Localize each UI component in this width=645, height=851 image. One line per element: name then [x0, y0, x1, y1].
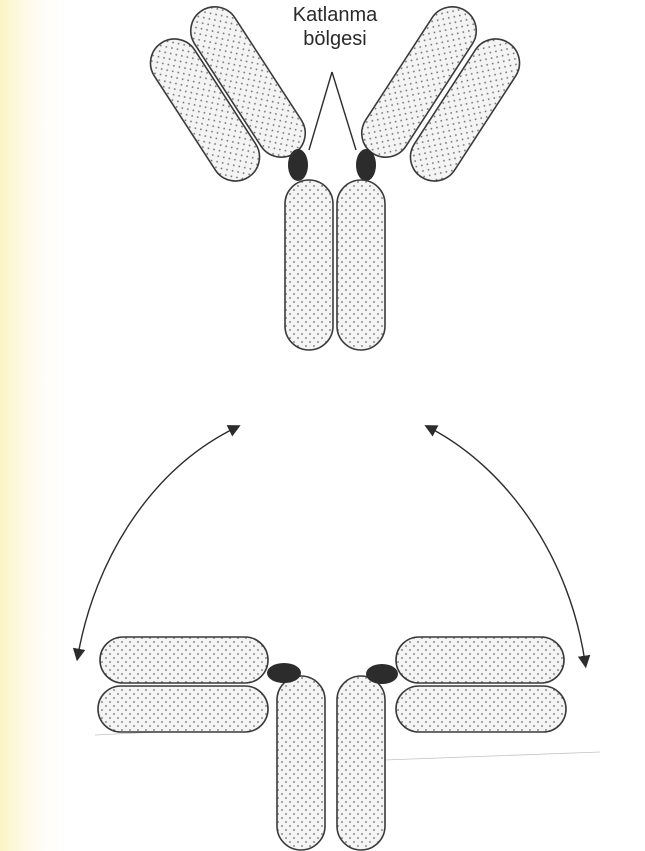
left-arm-lower-chain — [98, 686, 268, 732]
left-edge-tint — [0, 0, 70, 851]
left-arm-upper-chain — [100, 637, 268, 683]
label-pointer-right — [332, 72, 356, 150]
left-hinge-region — [267, 663, 301, 683]
stem-left-chain — [277, 676, 325, 850]
upright-antibody — [141, 0, 528, 350]
right-hinge-region — [356, 149, 376, 181]
flexed-antibody — [95, 637, 600, 850]
right-hinge-region — [366, 664, 398, 684]
right-arm-upper-chain — [396, 637, 564, 683]
hinge-region-label-line1: Katlanma — [250, 4, 420, 26]
right-arm-lower-chain — [396, 686, 566, 732]
scan-artifact-line — [385, 752, 600, 760]
right-bend-arrow — [430, 428, 585, 662]
left-bend-arrow — [78, 428, 235, 655]
hinge-region-label-line2: bölgesi — [250, 28, 420, 50]
stem-right-chain — [337, 676, 385, 850]
stem-right-chain — [337, 180, 385, 350]
stem-left-chain — [285, 180, 333, 350]
label-pointer-left — [309, 72, 332, 150]
left-hinge-region — [288, 149, 308, 181]
